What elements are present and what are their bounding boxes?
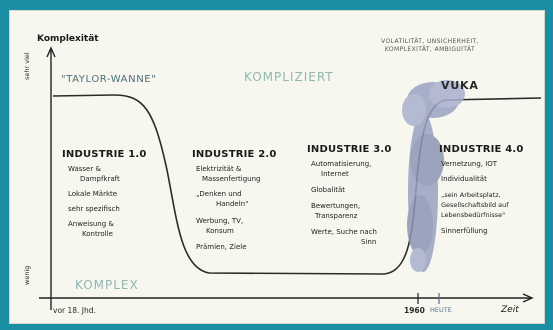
industry-2-line: Prämien, Ziele (196, 243, 247, 251)
industry-2-line: Elektrizität & (196, 165, 242, 173)
industry-4-line: Lebensbedürfnisse" (441, 211, 506, 219)
y-axis-title: Komplexität (37, 34, 99, 44)
industry-2-line: Handeln" (216, 200, 249, 208)
vuka-label: VUKA (441, 79, 479, 92)
x-axis-arrow (522, 293, 534, 303)
taylor-wanne-label: "TAYLOR-WANNE" (61, 74, 157, 85)
industry-1-line: Wasser & (68, 165, 101, 173)
industry-2-title: INDUSTRIE 2.0 (192, 149, 277, 160)
industry-1-line: Lokale Märkte (68, 190, 118, 198)
x-axis-1960-label: 1960 (404, 306, 425, 315)
industry-1-line: Kontrolle (82, 230, 113, 238)
industry-1-line: Dampfkraft (80, 175, 120, 183)
y-axis-high-label: sehr viel (23, 52, 31, 80)
industry-4-line: Sinnerfüllung (441, 227, 488, 235)
industry-4-column: INDUSTRIE 4.0 Vernetzung, IOT Individual… (439, 144, 524, 236)
industry-4-line: Gesellschaftsbild auf (441, 201, 509, 209)
industry-3-title: INDUSTRIE 3.0 (307, 144, 392, 155)
industry-4-line: Individualität (441, 175, 487, 183)
industry-4-line: „sein Arbeitsplatz, (441, 191, 501, 199)
industry-3-line: Automatisierung, (311, 160, 372, 168)
industry-3-line: Sinn (361, 238, 377, 246)
kompliziert-label: KOMPLIZIERT (244, 70, 334, 84)
industry-2-column: INDUSTRIE 2.0 Elektrizität & Massenferti… (192, 149, 277, 252)
industry-1-line: Anweisung & (68, 220, 114, 228)
industry-3-line: Globalität (311, 186, 346, 194)
industry-3-line: Transparenz (315, 212, 358, 220)
industry-4-title: INDUSTRIE 4.0 (439, 144, 524, 155)
industry-1-title: INDUSTRIE 1.0 (62, 149, 147, 160)
vuka-definition-line-2: KOMPLEXITÄT, AMBIGUITÄT (384, 46, 476, 53)
vuka-definition-line-1: VOLATILITÄT, UNSICHERHEIT, (381, 38, 479, 45)
y-axis-arrow (46, 46, 56, 58)
vuka-definition: VOLATILITÄT, UNSICHERHEIT, KOMPLEXITÄT, … (365, 38, 495, 54)
industry-2-line: „Denken und (196, 190, 242, 198)
x-axis-start-label: vor 18. Jhd. (53, 306, 96, 315)
industry-1-line: sehr spezifisch (68, 205, 120, 213)
industry-1-column: INDUSTRIE 1.0 Wasser & Dampfkraft Lokale… (62, 149, 147, 239)
industry-3-line: Werte, Suche nach (311, 228, 377, 236)
diagram-canvas: Komplexität sehr viel wenig Zeit vor 18.… (9, 10, 545, 324)
industry-2-line: Konsum (206, 227, 234, 235)
industry-4-line: Vernetzung, IOT (441, 160, 498, 168)
industry-2-line: Werbung, TV, (196, 217, 244, 225)
x-axis-title: Zeit (501, 305, 519, 315)
y-axis-low-label: wenig (23, 265, 31, 285)
industry-3-line: Bewertungen, (311, 202, 361, 210)
x-axis-heute-label: HEUTE (430, 306, 452, 314)
diagram-graphics (39, 46, 542, 310)
komplex-label: KOMPLEX (75, 278, 139, 292)
industry-2-line: Massenfertigung (202, 175, 261, 183)
vuka-cloud (402, 80, 465, 272)
industry-3-line: Internet (321, 170, 349, 178)
industry-3-column: INDUSTRIE 3.0 Automatisierung, Internet … (307, 144, 392, 247)
